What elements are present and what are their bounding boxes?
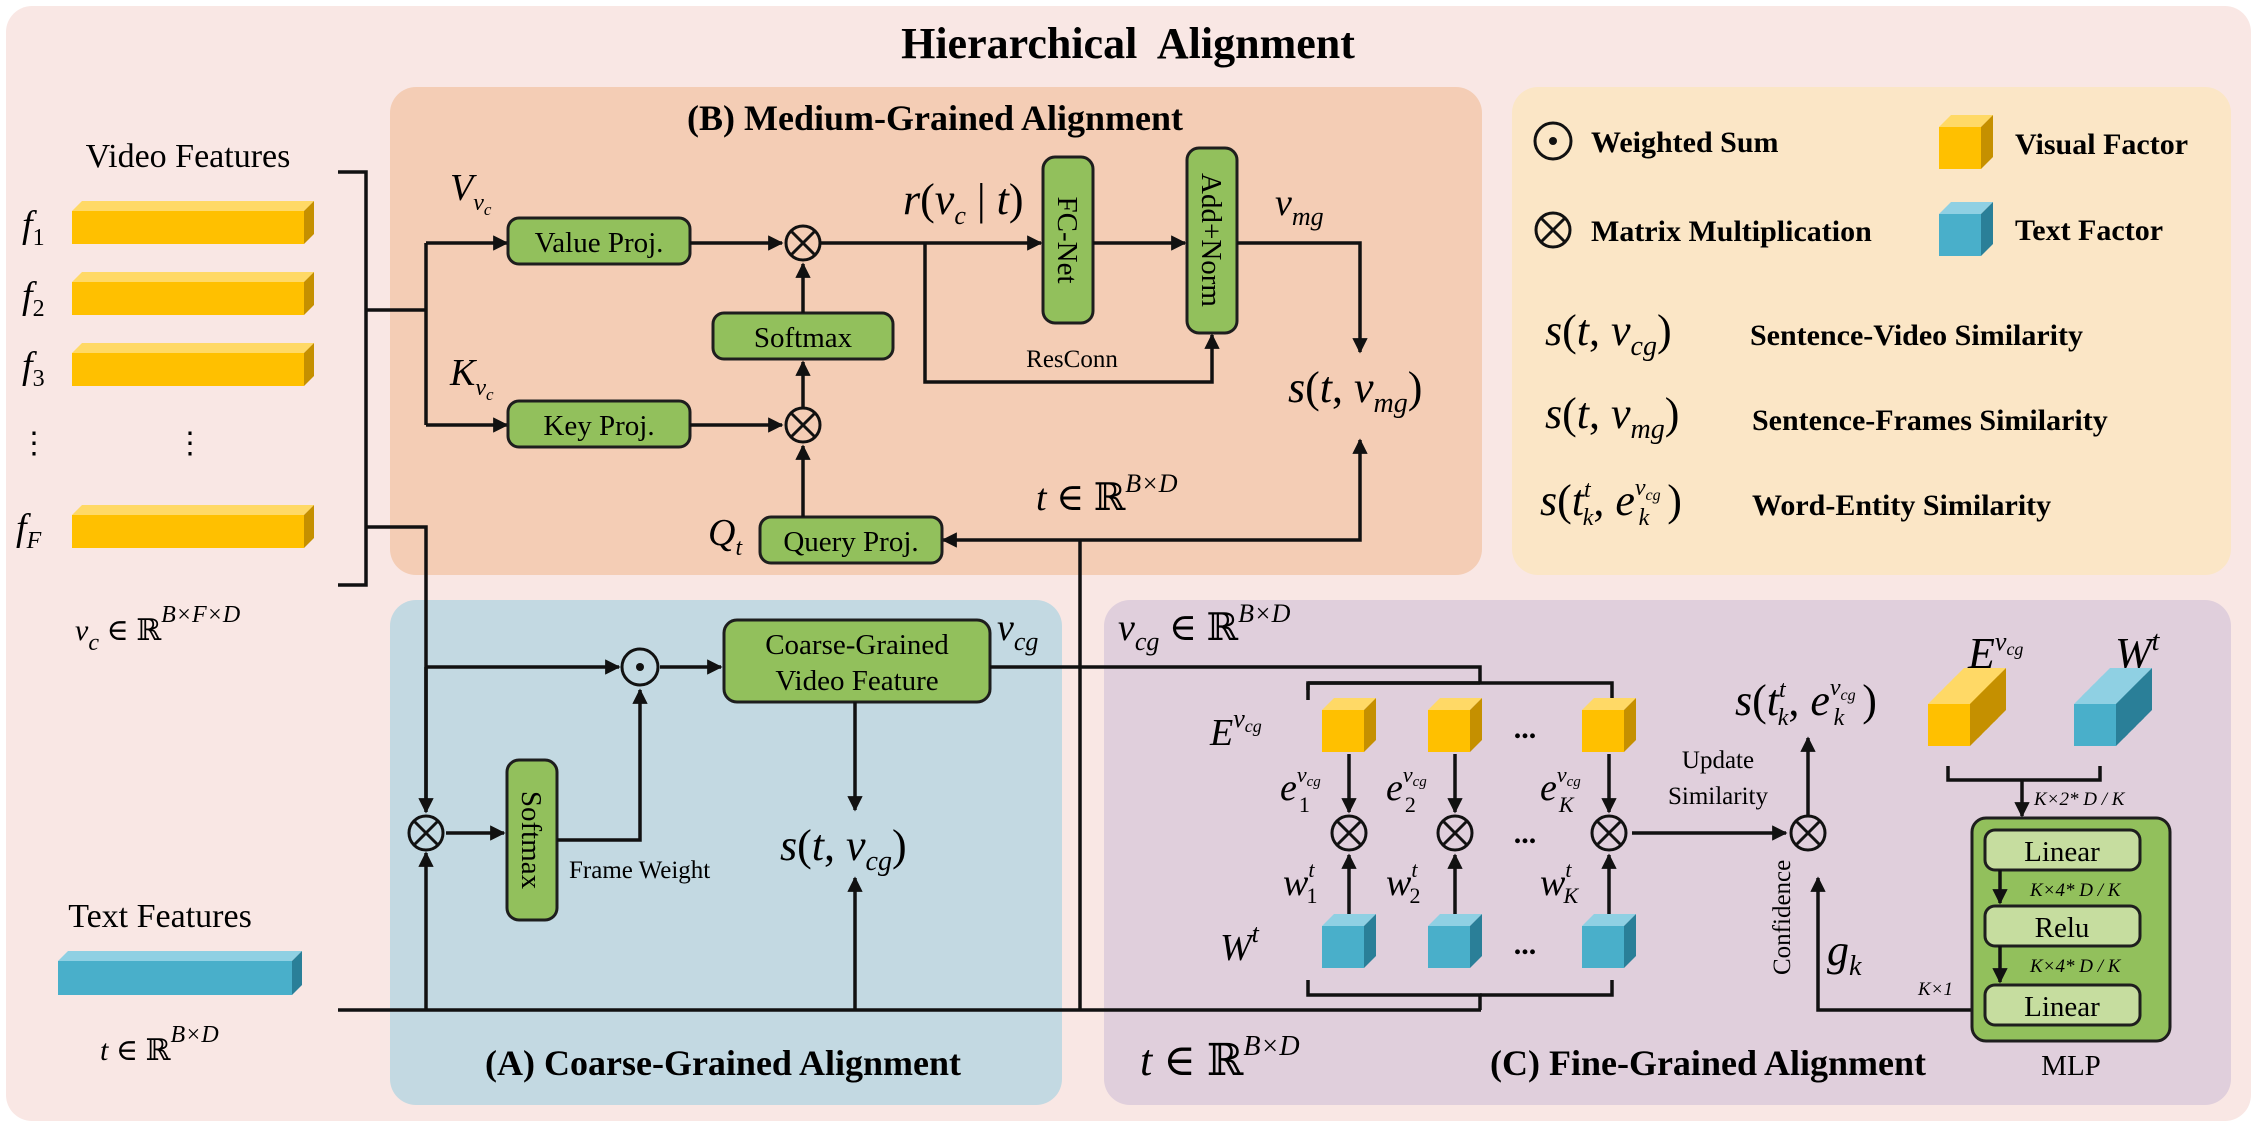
coarse-video-feature-box xyxy=(722,618,992,704)
medium-t-shape: t ∈ ℝB×D xyxy=(1036,469,1178,519)
panel-medium-grained xyxy=(390,87,1482,575)
softmax-medium-label: Softmax xyxy=(754,322,853,354)
mlp-dim-out: K×1 xyxy=(1917,979,1953,1000)
mlp-title: MLP xyxy=(2041,1050,2101,1082)
legend-text-cube xyxy=(1939,202,1993,256)
legend-word-entity: Word-Entity Similarity xyxy=(1752,489,2051,522)
word-ellipsis: ... xyxy=(1514,928,1537,961)
update-label: Update xyxy=(1682,747,1754,774)
mlp-linear1-label: Linear xyxy=(2024,836,2100,868)
mlp-dim-in: K×2* D / K xyxy=(2033,789,2126,810)
key-proj-label: Key Proj. xyxy=(543,410,654,442)
text-features-shape: t ∈ ℝB×D xyxy=(100,1022,219,1067)
legend-weighted-sum: Weighted Sum xyxy=(1591,126,1779,159)
value-proj-box xyxy=(506,216,692,266)
fc-net-box xyxy=(1041,155,1095,325)
legend-sentence-frames: Sentence-Frames Similarity xyxy=(1752,404,2108,437)
query-proj-box xyxy=(758,515,944,565)
panel-coarse-grained xyxy=(390,600,1062,1105)
frame-weight-label: Frame Weight xyxy=(569,857,710,884)
key-symbol: Kvc xyxy=(449,352,494,404)
legend-sim-vmg: s(t, vmg) xyxy=(1545,389,1679,445)
matmul-ellipsis: ... xyxy=(1514,817,1537,850)
legend-sentence-video: Sentence-Video Similarity xyxy=(1750,319,2083,352)
mlp-dim-mid1: K×4* D / K xyxy=(2029,880,2122,901)
query-proj-label: Query Proj. xyxy=(783,526,918,558)
softmax-coarse-label: Softmax xyxy=(515,791,547,890)
word-cube-2 xyxy=(1428,914,1482,968)
vmg-label: vmg xyxy=(1275,182,1324,231)
confidence-label: Confidence xyxy=(1769,860,1796,975)
mlp-relu-box xyxy=(1983,904,2142,948)
word-cube-K xyxy=(1582,914,1636,968)
frame-feature-f2: f2 xyxy=(22,272,314,322)
mlp-linear2-box xyxy=(1983,983,2142,1027)
legend-sim-vcg: s(t, vcg) xyxy=(1545,306,1672,362)
value-proj-label: Value Proj. xyxy=(535,227,664,259)
main-title: Hierarchical Alignment xyxy=(901,19,1355,68)
sim-t-vmg: s(t, vmg) xyxy=(1288,363,1422,419)
entity-ellipsis: ... xyxy=(1514,712,1537,745)
frames-ellipsis-left: ⋮ xyxy=(19,427,49,460)
mlp-linear2-label: Linear xyxy=(2024,991,2100,1023)
mlp-linear1-box xyxy=(1983,828,2142,872)
entity-set-label: Evcg xyxy=(1209,704,1262,754)
mlp-relu-label: Relu xyxy=(2035,912,2090,944)
gk-label: gk xyxy=(1827,926,1862,982)
sim-t-vcg: s(t, vcg) xyxy=(780,821,907,877)
mlp-dim-mid2: K×4* D / K xyxy=(2029,956,2122,977)
frame-feature-fF: fF xyxy=(16,505,314,554)
add-norm-label: Add+Norm xyxy=(1195,173,1227,307)
word-set-label: Wt xyxy=(1220,919,1260,969)
video-features-shape: vc ∈ ℝB×F×D xyxy=(75,602,240,656)
entity-cube-K xyxy=(1582,698,1636,752)
legend-visual-cube xyxy=(1939,115,1993,169)
entity-cube-2 xyxy=(1428,698,1482,752)
fine-vcg-shape: vcg ∈ ℝB×D xyxy=(1118,599,1291,656)
frame-feature-f1: f1 xyxy=(22,201,314,251)
video-features-heading: Video Features xyxy=(86,138,291,175)
legend-panel xyxy=(1512,87,2231,575)
fine-t-shape: t ∈ ℝB×D xyxy=(1140,1031,1300,1085)
text-features-heading: Text Features xyxy=(68,898,252,935)
legend-text-factor: Text Factor xyxy=(2015,214,2163,247)
coarse-feature-line1: Coarse-Grained xyxy=(765,629,949,661)
vcg-label: vcg xyxy=(997,607,1038,656)
frame-feature-f3: f3 xyxy=(22,343,314,392)
panel-coarse-title: (A) Coarse-Grained Alignment xyxy=(485,1043,961,1083)
entity-cube-1 xyxy=(1322,698,1376,752)
query-symbol: Qt xyxy=(708,512,743,561)
similarity-label: Similarity xyxy=(1668,783,1769,810)
add-norm-box xyxy=(1185,146,1239,335)
legend-visual-factor: Visual Factor xyxy=(2015,128,2188,161)
value-symbol: Vvc xyxy=(450,167,492,219)
legend-matrix-mult: Matrix Multiplication xyxy=(1591,215,1872,248)
resconn-label: ResConn xyxy=(1026,346,1118,373)
panel-medium-title: (B) Medium-Grained Alignment xyxy=(687,98,1183,138)
frames-ellipsis-mid: ⋮ xyxy=(175,427,205,460)
attention-output-label: r(vc | t) xyxy=(903,175,1024,230)
word-cube-1 xyxy=(1322,914,1376,968)
coarse-feature-line2: Video Feature xyxy=(775,665,938,697)
text-feature-bar xyxy=(58,951,302,995)
panel-fine-title: (C) Fine-Grained Alignment xyxy=(1490,1043,1926,1083)
fc-net-label: FC-Net xyxy=(1051,197,1083,284)
